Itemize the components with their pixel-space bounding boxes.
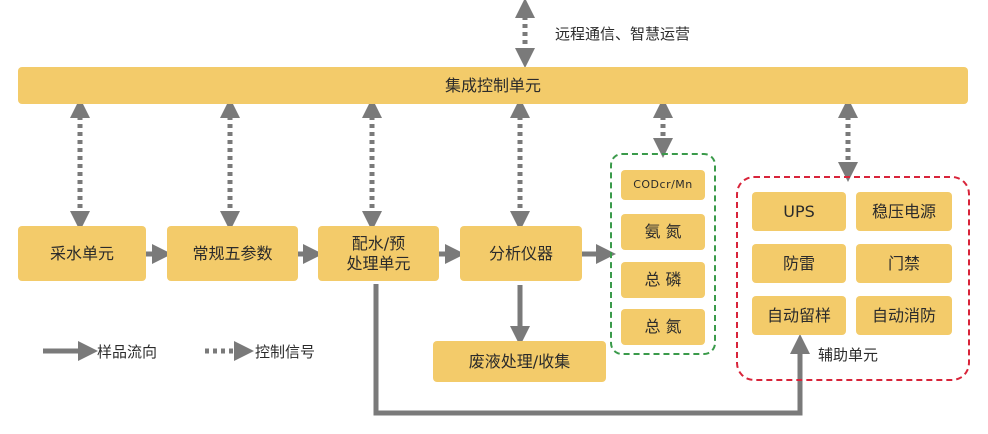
total-nitrogen-analyte: 总 氮: [621, 309, 705, 345]
cod-analyte: CODcr/Mn: [621, 170, 705, 200]
analytes-group: [610, 153, 716, 355]
auxiliary-group: [736, 176, 970, 381]
integrated-control-unit: 集成控制单元: [18, 67, 968, 104]
auxiliary-unit-label: 辅助单元: [818, 346, 879, 364]
ups-unit: UPS: [752, 192, 846, 231]
distribution-pretreatment-unit: 配水/预 处理单元: [318, 226, 439, 281]
total-phosphorus-analyte: 总 磷: [621, 262, 705, 298]
lightning-protection-unit: 防雷: [752, 244, 846, 283]
ammonia-nitrogen-analyte: 氨 氮: [621, 214, 705, 250]
five-parameters-unit: 常规五参数: [167, 226, 298, 281]
remote-comm-label: 远程通信、智慧运营: [555, 25, 691, 43]
auto-fire-protection-unit: 自动消防: [856, 296, 952, 335]
legend-control-signal-label: 控制信号: [255, 343, 316, 361]
stabilized-power-unit: 稳压电源: [856, 192, 952, 231]
flow-distribution-to-auxiliary: [373, 284, 810, 416]
analyzer-unit: 分析仪器: [460, 226, 582, 281]
auto-sample-retention-unit: 自动留样: [752, 296, 846, 335]
legend-sample-flow-label: 样品流向: [97, 343, 158, 361]
sampling-unit: 采水单元: [18, 226, 146, 281]
access-control-unit: 门禁: [856, 244, 952, 283]
waste-treatment-unit: 废液处理/收集: [433, 341, 606, 382]
